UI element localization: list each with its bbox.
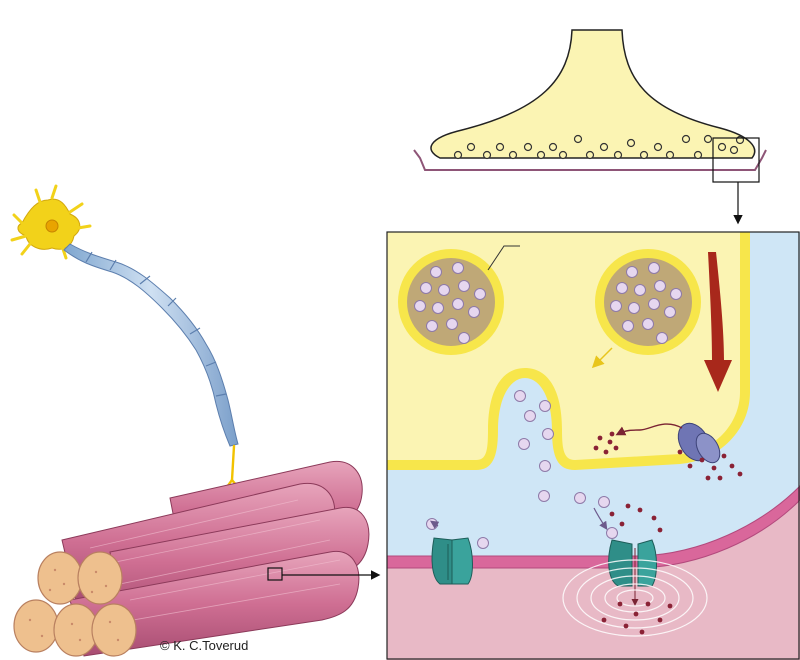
inset-border xyxy=(386,231,800,660)
axon-terminal-overview xyxy=(413,29,767,225)
muscle-fiber-bottom xyxy=(69,550,360,657)
motor-end-plate-membrane xyxy=(387,485,800,569)
enzyme-icon xyxy=(677,422,721,464)
synaptic-vesicle-right xyxy=(595,249,701,355)
breakdown-products xyxy=(593,431,743,481)
muscle-fiber-ends xyxy=(13,551,137,657)
binding-arrow xyxy=(593,507,608,530)
ions-in-cleft-and-muscle xyxy=(601,503,673,635)
synapse-inset xyxy=(386,231,800,660)
postsynaptic-membrane-outline xyxy=(413,149,767,171)
reuptake-arrow xyxy=(615,423,683,436)
vesicle-movement-arrow xyxy=(591,347,613,369)
muscle-cytoplasm xyxy=(387,500,800,660)
muscle-fiber-bundle xyxy=(13,460,381,657)
neurotransmitter-molecules-in-vesicles xyxy=(414,262,682,344)
vesicle-label-pointer xyxy=(487,245,520,271)
axon-myelin xyxy=(63,243,239,447)
zoom-box-junction xyxy=(267,567,283,581)
neuron-cell-body-icon xyxy=(10,184,92,260)
axon-terminal-body xyxy=(430,29,756,159)
zoom-box-terminal xyxy=(712,137,760,183)
recycling-arrow xyxy=(704,252,732,392)
copyright-credit: © K. C.Toverud xyxy=(160,638,249,653)
synaptic-vesicle-left xyxy=(398,249,504,355)
synaptic-vesicles-row xyxy=(453,134,745,160)
ion-channel-receptor-icon xyxy=(430,520,473,585)
